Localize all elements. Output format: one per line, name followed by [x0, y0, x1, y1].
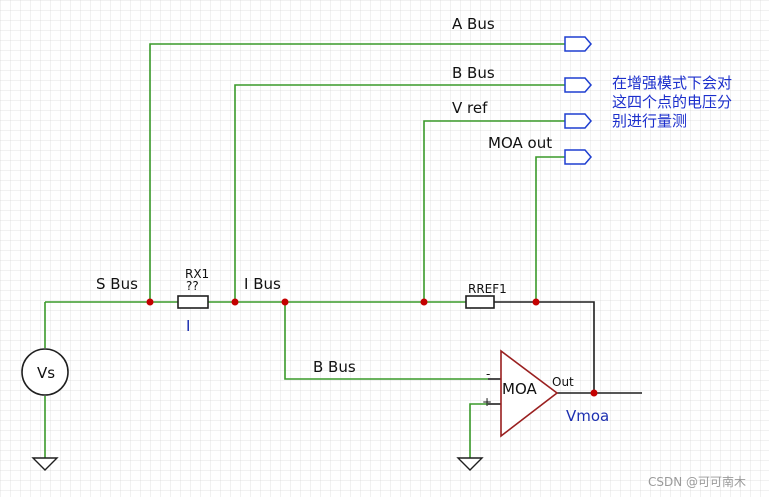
junction-dot — [532, 298, 540, 306]
wire-plus-ground — [469, 403, 488, 458]
label-minus: - — [486, 367, 490, 381]
wire-rref-to-feedback — [494, 301, 595, 393]
opamp-moa[interactable] — [500, 349, 559, 438]
label-vmoa: Vmoa — [566, 407, 609, 425]
label-rx1-value: ?? — [186, 279, 199, 293]
note-line: 别进行量测 — [612, 112, 687, 130]
junction-dot — [590, 389, 598, 397]
ground-icon-right — [456, 457, 484, 471]
resistor-rx1[interactable] — [177, 295, 209, 309]
resistor-rref1[interactable] — [465, 295, 495, 309]
label-vs: Vs — [37, 364, 55, 382]
junction-dot — [420, 298, 428, 306]
junction-dot — [146, 298, 154, 306]
label-i-bus: I Bus — [244, 275, 281, 293]
label-s-bus: S Bus — [96, 275, 138, 293]
label-b-bus-bottom: B Bus — [313, 358, 356, 376]
voltage-source-vs[interactable] — [21, 348, 69, 396]
wire-b-bus-bottom — [284, 302, 488, 380]
label-moa: MOA — [502, 380, 537, 398]
feedback-wires — [488, 301, 642, 405]
annotation-note: 在增强模式下会对 这四个点的电压分 别进行量测 — [612, 74, 732, 130]
wires — [44, 43, 565, 458]
wire-moa-out — [535, 156, 565, 302]
label-a-bus: A Bus — [452, 15, 495, 33]
ground-icon-left — [31, 457, 59, 471]
port-icon-v-ref[interactable] — [564, 113, 592, 129]
port-icon-a-bus[interactable] — [564, 36, 592, 52]
port-icon-moa-out[interactable] — [564, 149, 592, 165]
junction-dot — [231, 298, 239, 306]
label-rref1: RREF1 — [468, 282, 507, 296]
wire-a-bus — [149, 43, 565, 302]
ports — [564, 36, 592, 165]
label-moa-out: MOA out — [488, 134, 552, 152]
wire-v-ref — [423, 120, 565, 302]
label-rx1-name: RX1 — [185, 267, 209, 281]
label-v-ref: V ref — [452, 99, 488, 117]
watermark: CSDN @可可南木 — [648, 474, 746, 489]
note-line: 这四个点的电压分 — [612, 93, 732, 111]
label-plus: + — [482, 395, 492, 409]
port-icon-b-bus[interactable] — [564, 77, 592, 93]
junctions — [146, 298, 598, 397]
wire-b-bus-top — [234, 84, 565, 302]
junction-dot — [281, 298, 289, 306]
note-line: 在增强模式下会对 — [612, 74, 732, 92]
label-b-bus-top: B Bus — [452, 64, 495, 82]
label-out: Out — [552, 375, 574, 389]
label-current: I — [186, 317, 190, 335]
